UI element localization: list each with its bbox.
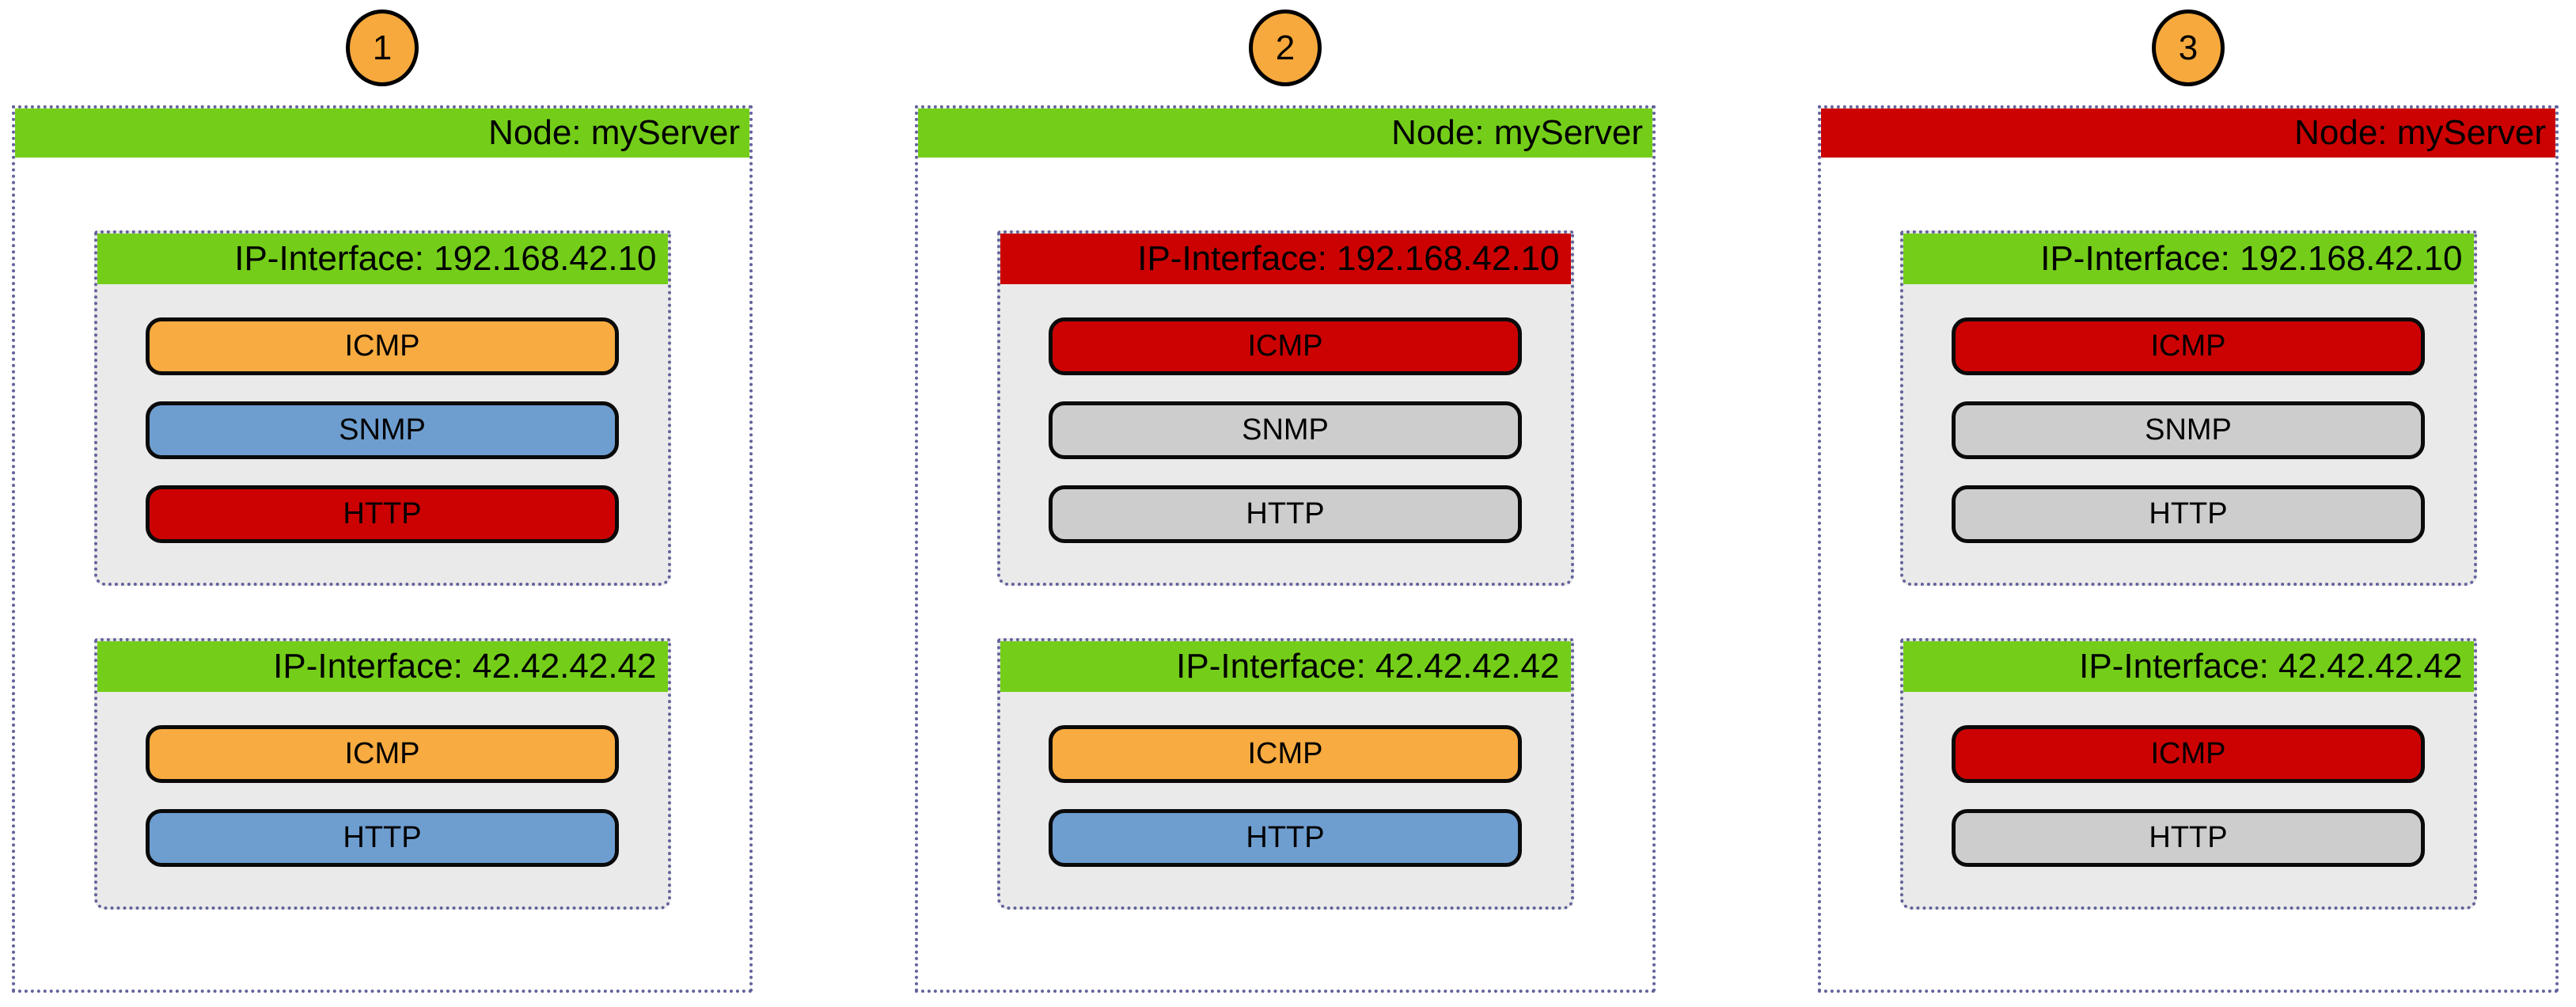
service-pill-icmp: ICMP bbox=[1952, 725, 2425, 783]
service-pill-http: HTTP bbox=[146, 809, 619, 867]
node-title-bar: Node: myServer bbox=[15, 108, 749, 158]
interface-body: ICMP SNMP HTTP bbox=[1000, 284, 1571, 583]
service-pill-http: HTTP bbox=[1952, 809, 2425, 867]
node-panel: Node: myServer IP-Interface: 192.168.42.… bbox=[1818, 105, 2559, 993]
interface-body: ICMP HTTP bbox=[97, 692, 668, 906]
interface-body: ICMP HTTP bbox=[1903, 692, 2474, 906]
service-pill-http: HTTP bbox=[146, 485, 619, 543]
step-badge: 1 bbox=[346, 10, 419, 86]
service-pill-icmp: ICMP bbox=[1952, 317, 2425, 375]
ip-interface-box: IP-Interface: 192.168.42.10 ICMP SNMP HT… bbox=[93, 230, 671, 586]
ip-interface-box: IP-Interface: 42.42.42.42 ICMP HTTP bbox=[1899, 638, 2477, 910]
service-pill-http: HTTP bbox=[1049, 485, 1522, 543]
service-pill-http: HTTP bbox=[1049, 809, 1522, 867]
step-badge: 3 bbox=[2152, 10, 2225, 86]
node-panel-wrap: 3 Node: myServer IP-Interface: 192.168.4… bbox=[1818, 0, 2559, 993]
interface-title-bar: IP-Interface: 192.168.42.10 bbox=[97, 234, 668, 284]
interface-body: ICMP HTTP bbox=[1000, 692, 1571, 906]
interface-body: ICMP SNMP HTTP bbox=[1903, 284, 2474, 583]
service-pill-http: HTTP bbox=[1952, 485, 2425, 543]
service-pill-icmp: ICMP bbox=[146, 725, 619, 783]
ip-interface-box: IP-Interface: 192.168.42.10 ICMP SNMP HT… bbox=[996, 230, 1574, 586]
service-pill-snmp: SNMP bbox=[146, 401, 619, 459]
node-title-bar: Node: myServer bbox=[918, 108, 1652, 158]
interface-title-bar: IP-Interface: 192.168.42.10 bbox=[1903, 234, 2474, 284]
node-panel: Node: myServer IP-Interface: 192.168.42.… bbox=[915, 105, 1656, 993]
service-pill-icmp: ICMP bbox=[1049, 725, 1522, 783]
node-panel-wrap: 1 Node: myServer IP-Interface: 192.168.4… bbox=[12, 0, 753, 993]
ip-interface-box: IP-Interface: 42.42.42.42 ICMP HTTP bbox=[996, 638, 1574, 910]
step-badge: 2 bbox=[1249, 10, 1322, 86]
interface-body: ICMP SNMP HTTP bbox=[97, 284, 668, 583]
interface-title-bar: IP-Interface: 42.42.42.42 bbox=[97, 641, 668, 692]
service-pill-snmp: SNMP bbox=[1049, 401, 1522, 459]
ip-interface-box: IP-Interface: 192.168.42.10 ICMP SNMP HT… bbox=[1899, 230, 2477, 586]
interface-title-bar: IP-Interface: 42.42.42.42 bbox=[1000, 641, 1571, 692]
node-title-bar: Node: myServer bbox=[1821, 108, 2555, 158]
interface-title-bar: IP-Interface: 42.42.42.42 bbox=[1903, 641, 2474, 692]
interface-title-bar: IP-Interface: 192.168.42.10 bbox=[1000, 234, 1571, 284]
node-panel: Node: myServer IP-Interface: 192.168.42.… bbox=[12, 105, 753, 993]
ip-interface-box: IP-Interface: 42.42.42.42 ICMP HTTP bbox=[93, 638, 671, 910]
service-pill-snmp: SNMP bbox=[1952, 401, 2425, 459]
service-pill-icmp: ICMP bbox=[146, 317, 619, 375]
service-pill-icmp: ICMP bbox=[1049, 317, 1522, 375]
node-panel-wrap: 2 Node: myServer IP-Interface: 192.168.4… bbox=[915, 0, 1656, 993]
